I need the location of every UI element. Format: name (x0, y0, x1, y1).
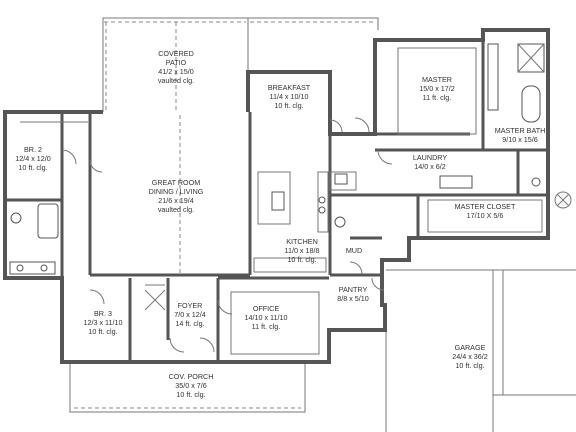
room-label-line: 15/0 x 17/2 (419, 84, 455, 93)
washer-dryer-icon (439, 175, 473, 189)
kitchen-sink-icon (271, 191, 285, 211)
cooktop-burner-icon (318, 206, 326, 214)
room-label-line: 24/4 x 36/2 (452, 352, 488, 361)
fixtures (9, 43, 545, 311)
room-label-line: 14/10 x 11/10 (244, 313, 287, 322)
room-label-line: vaulted clg. (158, 205, 194, 214)
room-label-line: LAUNDRY (413, 153, 447, 162)
room-label-line: OFFICE (253, 304, 280, 313)
room-label-line: MASTER CLOSET (455, 202, 516, 211)
x-circle-icon (554, 191, 572, 209)
cooktop-burner-icon (318, 196, 326, 204)
room-label-line: GARAGE (455, 343, 486, 352)
room-label-line: vaulted clg. (158, 76, 194, 85)
room-label-line: 11 ft. clg. (252, 322, 281, 331)
room-label-line: 12/4 x 12/0 (15, 154, 51, 163)
interior-walls (5, 40, 548, 362)
room-label-line: 21/6 x 19/4 (158, 196, 194, 205)
room-label-line: KITCHEN (286, 237, 318, 246)
room-label-line: 41/2 x 15/0 (158, 67, 194, 76)
bathtub-br-icon (37, 203, 59, 239)
room-label-line: 10 ft. clg. (287, 255, 316, 264)
room-label-line: 17/10 X 5/6 (467, 211, 504, 220)
room-label-line: 12/3 x 11/10 (83, 318, 122, 327)
room-label-line: 11/4 x 10/10 (269, 92, 308, 101)
room-label-line: BR. 3 (94, 309, 112, 318)
toilet-master-icon (531, 177, 541, 187)
room-label-line: COV. PORCH (169, 372, 214, 381)
room-label-line: 10 ft. clg. (455, 361, 484, 370)
room-label-line: BREAKFAST (268, 83, 311, 92)
exterior-walls (3, 28, 550, 364)
room-label-line: 9/10 x 15/6 (502, 135, 538, 144)
front-porch-structure (69, 362, 306, 413)
room-label-line: 11 ft. clg. (423, 93, 452, 102)
room-details (230, 47, 543, 355)
room-label-line: 11/0 x 18/8 (284, 246, 319, 255)
mud-label: MUD (346, 246, 362, 255)
sink-half-bath-icon (334, 173, 348, 185)
room-label-line: 14/0 x 6/2 (414, 162, 446, 171)
room-label-line: 8/8 x 5/10 (337, 294, 369, 303)
room-label-line: 7/0 x 12/4 (174, 310, 206, 319)
room-label-line: 35/0 x 7/6 (175, 381, 207, 390)
room-label-line: 10 ft. clg. (18, 163, 47, 172)
room-label-line: 14 ft. clg. (175, 319, 204, 328)
room-label-line: FOYER (178, 301, 203, 310)
room-label-line: DINING / LIVING (149, 187, 204, 196)
master-vanity-icon (487, 43, 499, 111)
room-label-line: GREAT ROOM (152, 178, 200, 187)
room-label-line: MASTER (422, 75, 452, 84)
room-label-line: MASTER BATH (495, 126, 546, 135)
sink-icon (16, 264, 24, 272)
garage-structure (385, 269, 576, 432)
room-label-line: 10 ft. clg. (88, 327, 117, 336)
toilet-br-icon (10, 212, 22, 224)
master-tub-icon (521, 85, 541, 123)
sink-icon (40, 264, 48, 272)
doors (61, 117, 393, 353)
room-label-line: BR. 2 (24, 145, 42, 154)
covered-patio-structure (102, 17, 379, 275)
toilet-half-bath-icon (334, 216, 346, 228)
room-label-line: 10 ft. clg. (274, 101, 303, 110)
room-label-line: COVERED (158, 49, 194, 58)
room-label-line: PANTRY (339, 285, 368, 294)
room-label-line: MUD (346, 246, 362, 255)
room-label-line: PATIO (166, 58, 187, 67)
room-label-line: 10 ft. clg. (176, 390, 205, 399)
